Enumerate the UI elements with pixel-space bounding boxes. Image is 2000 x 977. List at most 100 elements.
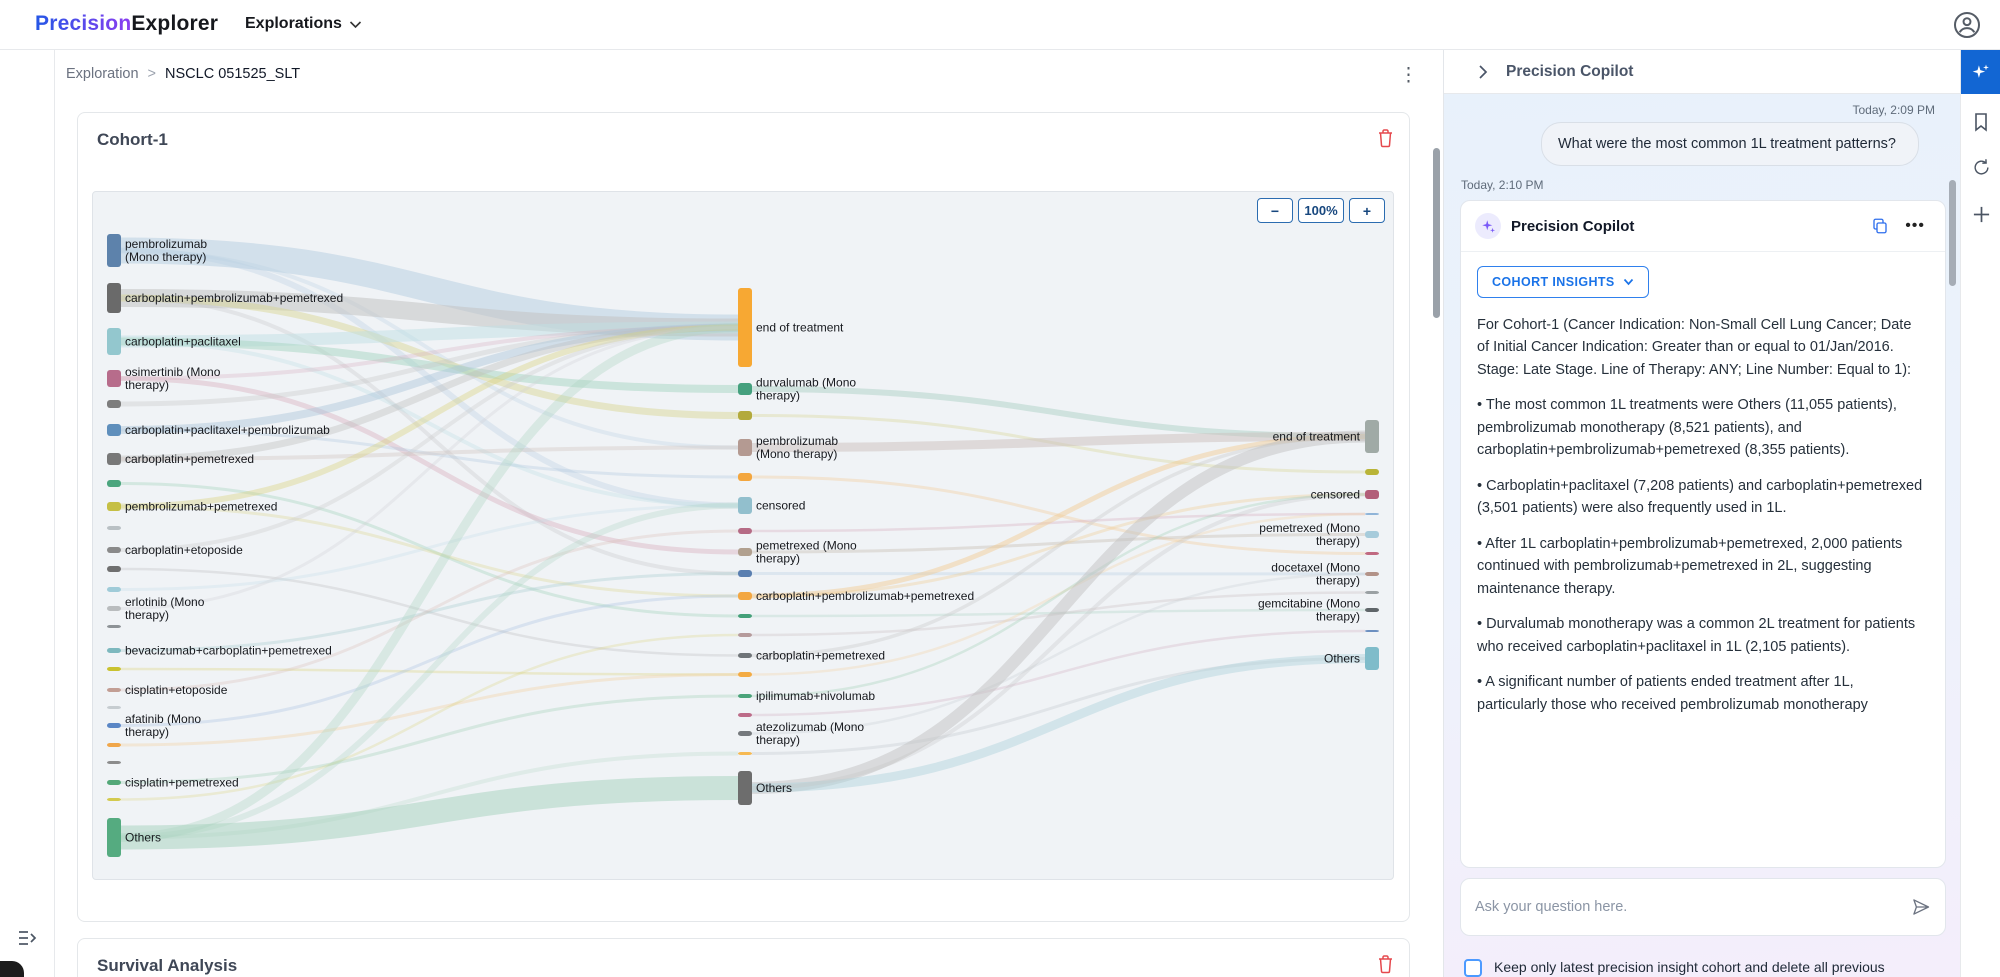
- chat-scrollbar[interactable]: [1949, 180, 1956, 286]
- sankey-flow[interactable]: [751, 492, 1366, 790]
- sankey-node[interactable]: [738, 570, 752, 577]
- exploration-menu-button[interactable]: ⋮: [1399, 65, 1418, 86]
- sankey-node[interactable]: [107, 587, 121, 592]
- sankey-node[interactable]: [738, 411, 752, 420]
- sankey-flow[interactable]: [751, 493, 1366, 598]
- sankey-flow[interactable]: [120, 594, 739, 727]
- sankey-node[interactable]: [107, 667, 121, 671]
- sankey-node[interactable]: [1365, 608, 1379, 612]
- sankey-flow[interactable]: [751, 657, 1366, 755]
- sankey-node[interactable]: [738, 633, 752, 637]
- sankey-flow[interactable]: [751, 572, 1366, 576]
- sankey-flow[interactable]: [751, 475, 1366, 555]
- sankey-node[interactable]: [107, 688, 121, 692]
- sankey-flow[interactable]: [120, 247, 739, 509]
- sankey-flow[interactable]: [120, 296, 739, 576]
- sankey-node[interactable]: [107, 780, 121, 785]
- sankey-node[interactable]: [1365, 630, 1379, 632]
- send-icon[interactable]: [1911, 897, 1931, 917]
- sankey-node[interactable]: [107, 648, 121, 653]
- sankey-node[interactable]: [107, 798, 121, 801]
- sankey-flow[interactable]: [120, 325, 739, 407]
- sankey-node[interactable]: [1365, 647, 1379, 670]
- sankey-flow[interactable]: [751, 654, 1366, 793]
- sankey-node[interactable]: [107, 370, 121, 387]
- sankey-flow[interactable]: [120, 339, 739, 508]
- sankey-node[interactable]: [738, 731, 752, 736]
- sankey-node[interactable]: [738, 672, 752, 677]
- refresh-icon[interactable]: [1961, 158, 2000, 177]
- sankey-node[interactable]: [1365, 531, 1379, 538]
- sankey-flow[interactable]: [120, 502, 739, 841]
- sankey-flow[interactable]: [120, 323, 739, 434]
- copilot-toolbar-button[interactable]: [1961, 50, 2000, 94]
- sankey-node[interactable]: [738, 694, 752, 698]
- sankey-node[interactable]: [107, 400, 121, 408]
- copy-response-icon[interactable]: [1871, 217, 1889, 235]
- sankey-node[interactable]: [738, 614, 752, 618]
- sankey-node[interactable]: [107, 424, 121, 436]
- sankey-flow[interactable]: [751, 533, 1366, 554]
- sankey-node[interactable]: [738, 497, 752, 514]
- sankey-node[interactable]: [107, 283, 121, 313]
- collapse-panel-icon[interactable]: [1478, 64, 1488, 80]
- nav-explorations[interactable]: Explorations: [245, 15, 362, 33]
- sankey-flow[interactable]: [120, 323, 739, 842]
- sankey-flow[interactable]: [120, 633, 739, 801]
- sankey-flow[interactable]: [120, 428, 739, 479]
- sankey-node[interactable]: [738, 653, 752, 658]
- sankey-flow[interactable]: [120, 337, 739, 393]
- sankey-flow[interactable]: [120, 751, 739, 840]
- sankey-node[interactable]: [1365, 572, 1379, 576]
- sankey-node[interactable]: [107, 706, 121, 709]
- main-scrollbar[interactable]: [1433, 148, 1440, 318]
- sankey-node[interactable]: [107, 625, 121, 628]
- sankey-flow[interactable]: [120, 248, 739, 450]
- sankey-node[interactable]: [107, 502, 121, 511]
- sankey-node[interactable]: [107, 234, 121, 267]
- cohort-insights-button[interactable]: COHORT INSIGHTS: [1477, 266, 1649, 298]
- zoom-in-button[interactable]: +: [1349, 198, 1385, 223]
- sankey-node[interactable]: [1365, 513, 1379, 515]
- sankey-node[interactable]: [1365, 490, 1379, 499]
- sankey-node[interactable]: [107, 547, 121, 553]
- sankey-flow[interactable]: [751, 434, 1366, 599]
- sankey-flow[interactable]: [751, 434, 1366, 658]
- sankey-flow[interactable]: [751, 432, 1366, 452]
- new-chat-icon[interactable]: [1961, 205, 2000, 224]
- sankey-flow[interactable]: [120, 667, 739, 676]
- sankey-flow[interactable]: [120, 482, 739, 618]
- sankey-node[interactable]: [107, 606, 121, 611]
- sankey-node[interactable]: [107, 453, 121, 465]
- sankey-flow[interactable]: [751, 512, 1366, 533]
- sankey-node[interactable]: [107, 328, 121, 355]
- sankey-flow[interactable]: [120, 776, 739, 850]
- app-logo[interactable]: PrecisionExplorer: [35, 12, 218, 36]
- sankey-flow[interactable]: [120, 673, 739, 747]
- sankey-flow[interactable]: [751, 493, 1366, 698]
- response-menu-icon[interactable]: •••: [1905, 217, 1925, 234]
- sankey-node[interactable]: [1365, 552, 1379, 555]
- sankey-node[interactable]: [107, 723, 121, 728]
- sankey-node[interactable]: [107, 761, 121, 764]
- sankey-flow[interactable]: [120, 324, 739, 510]
- sankey-flow[interactable]: [120, 324, 739, 463]
- sankey-node[interactable]: [738, 473, 752, 481]
- sankey-node[interactable]: [107, 526, 121, 530]
- sankey-flow[interactable]: [120, 505, 739, 598]
- sankey-node[interactable]: [738, 548, 752, 556]
- breadcrumb-root[interactable]: Exploration: [66, 66, 139, 82]
- sankey-flow[interactable]: [120, 376, 739, 555]
- sankey-node[interactable]: [1365, 420, 1379, 453]
- sankey-node[interactable]: [738, 592, 752, 600]
- sankey-flow[interactable]: [120, 294, 739, 419]
- sankey-node[interactable]: [738, 752, 752, 755]
- user-account-icon[interactable]: [1951, 9, 1983, 41]
- expand-sidebar-icon[interactable]: [17, 928, 39, 948]
- sankey-node[interactable]: [738, 383, 752, 395]
- sankey-flow[interactable]: [751, 430, 1366, 794]
- sankey-flow[interactable]: [751, 629, 1366, 717]
- delete-cohort-button[interactable]: [1376, 128, 1395, 148]
- sankey-node[interactable]: [1365, 469, 1379, 475]
- sankey-node[interactable]: [107, 743, 121, 747]
